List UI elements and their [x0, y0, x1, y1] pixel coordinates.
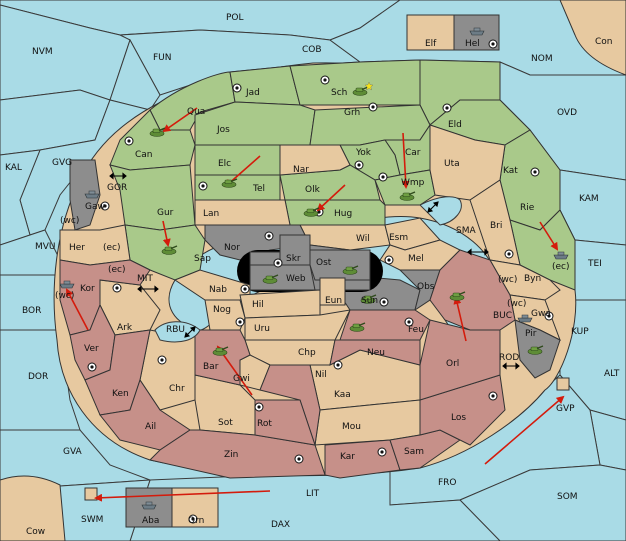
supply-center — [188, 514, 198, 524]
province-grh[interactable] — [309, 104, 431, 146]
move-arrow — [539, 221, 559, 251]
supply-center — [157, 355, 167, 365]
province-kal-west[interactable] — [0, 149, 41, 246]
province-bor[interactable] — [0, 274, 61, 331]
diagonal-arrow-icon — [184, 326, 196, 338]
supply-center — [320, 75, 330, 85]
supply-center — [87, 362, 97, 372]
province-feu[interactable] — [339, 309, 431, 341]
supply-center — [544, 311, 554, 321]
province-swm-coast[interactable] — [84, 487, 98, 501]
supply-center — [232, 83, 242, 93]
double-arrow-icon — [467, 248, 489, 256]
supply-center — [442, 103, 452, 113]
province-sch[interactable] — [289, 59, 421, 106]
province-her[interactable] — [59, 224, 131, 266]
star-icon — [364, 81, 374, 91]
supply-center — [384, 255, 394, 265]
province-kor[interactable] — [59, 259, 151, 336]
province-rbu-bay[interactable] — [154, 321, 201, 343]
red-territories — [59, 249, 516, 479]
supply-center — [294, 454, 304, 464]
province-ail[interactable] — [99, 378, 191, 451]
province-web-top[interactable] — [249, 264, 316, 291]
supply-center — [235, 317, 245, 327]
move-arrow — [162, 220, 171, 247]
supply-center — [379, 297, 389, 307]
supply-center — [354, 160, 364, 170]
units — [59, 27, 569, 510]
supply-center — [404, 317, 414, 327]
province-som[interactable] — [459, 464, 626, 541]
province-neu[interactable] — [329, 339, 421, 366]
province-bar[interactable] — [194, 329, 251, 386]
move-arrow — [484, 395, 565, 465]
supply-center — [112, 283, 122, 293]
diagonal-arrow-icon — [427, 201, 439, 213]
province-nar[interactable] — [279, 144, 351, 176]
supply-center — [100, 201, 110, 211]
supply-center — [124, 136, 134, 146]
province-elc[interactable] — [194, 144, 281, 176]
move-orders — [66, 107, 565, 502]
province-lan[interactable] — [194, 199, 291, 226]
supply-center — [254, 402, 264, 412]
supply-center — [264, 231, 274, 241]
province-skr-top[interactable] — [279, 234, 311, 266]
adjacency-markers — [109, 172, 520, 370]
supply-center — [368, 102, 378, 112]
move-arrow — [453, 296, 467, 342]
province-elf[interactable] — [406, 14, 455, 51]
move-arrow — [94, 490, 271, 502]
province-ost-top[interactable] — [309, 249, 371, 281]
supply-center — [530, 167, 540, 177]
province-gaw[interactable] — [69, 159, 101, 231]
move-arrow — [401, 132, 410, 189]
province-obs[interactable] — [429, 249, 516, 331]
province-cow[interactable] — [0, 475, 66, 541]
province-tel[interactable] — [194, 174, 281, 201]
move-arrow — [162, 107, 198, 133]
double-arrow-icon — [137, 285, 159, 293]
province-eun[interactable] — [319, 277, 346, 306]
supply-center — [240, 284, 250, 294]
move-arrow — [66, 288, 89, 331]
supply-center — [488, 391, 498, 401]
supply-center — [198, 181, 208, 191]
supply-center — [273, 258, 283, 268]
supply-center — [378, 172, 388, 182]
supply-center — [504, 249, 514, 259]
province-tei[interactable] — [574, 239, 626, 301]
double-arrow-icon — [109, 172, 127, 180]
supply-center — [377, 447, 387, 457]
supply-center — [333, 360, 343, 370]
province-uru[interactable] — [244, 309, 351, 341]
province-hug[interactable] — [284, 199, 386, 226]
province-rot[interactable] — [254, 399, 316, 446]
province-sma-bay[interactable] — [419, 196, 462, 226]
double-arrow-icon — [502, 362, 520, 370]
green-territories — [109, 59, 576, 291]
province-hil[interactable] — [239, 289, 321, 319]
supply-center — [488, 39, 498, 49]
province-gvp-coast[interactable] — [556, 377, 570, 391]
move-arrow — [316, 184, 346, 212]
province-gva[interactable] — [0, 429, 151, 491]
